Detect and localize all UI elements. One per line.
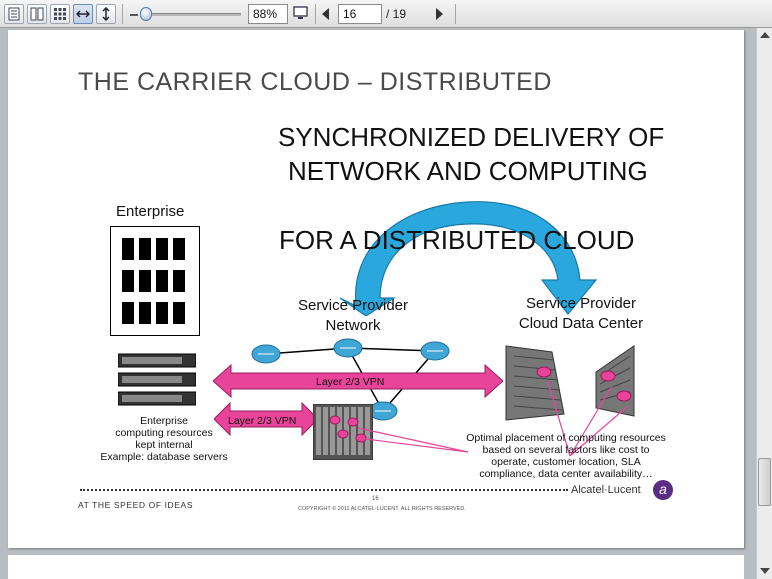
zoom-input[interactable]: 88% [248,4,288,24]
enterprise-resources-line-1: Enterprise [140,415,188,427]
scroll-down-icon[interactable] [760,568,770,574]
vpn-main-arrow-icon [213,364,503,398]
next-page-preview [8,555,744,579]
curved-arrow-icon [339,201,598,316]
single-page-icon [8,7,20,21]
slide-page-number: 16 [372,496,379,502]
headline-line-3: FOR A DISTRIBUTED CLOUD [279,225,635,255]
enterprise-resources-line-2: computing resources [115,427,213,439]
enterprise-resources-line-4: Example: database servers [100,451,228,463]
headline-line-1: SYNCHRONIZED DELIVERY OF [278,122,665,152]
fit-height-icon [102,7,110,21]
sp-datacenter-label-line-2: Cloud Data Center [518,315,644,332]
toolbar-separator [122,4,123,24]
sp-network-label-line-1: Service Provider [297,297,409,314]
zoom-out-icon[interactable] [130,14,138,16]
viewer-toolbar: 88% 16 / 19 [0,0,772,28]
slide-title: THE CARRIER CLOUD – DISTRIBUTED [78,68,552,96]
two-page-icon [30,7,44,21]
placement-text-line-3: operate, customer location, SLA [491,456,641,468]
zoom-slider-thumb[interactable] [140,7,152,21]
placement-text-line-2: based on several factors like cost to [482,444,650,456]
alcatel-lucent-logo-icon: a [653,480,673,500]
blade-server-icon [313,404,373,460]
page-number-input[interactable]: 16 [338,4,382,24]
slide-page: THE CARRIER CLOUD – DISTRIBUTED SYNCHRON… [8,30,744,548]
fit-width-icon [76,10,90,18]
placement-text-line-1: Optimal placement of computing resources [466,432,666,444]
toolbar-separator [315,4,316,24]
vpn-small-label: Layer 2/3 VPN [228,415,297,427]
screen-icon [293,6,308,19]
fit-height-button[interactable] [96,4,116,24]
sp-network-label-line-2: Network [325,317,381,334]
copyright-text: COPYRIGHT © 2011 ALCATEL-LUCENT. ALL RIG… [298,506,466,512]
sp-datacenter-label-line-1: Service Provider [525,295,637,312]
logo-text: Alcatel·Lucent [571,484,641,496]
vpn-main-label: Layer 2/3 VPN [316,376,385,388]
scrollbar-thumb[interactable] [758,458,771,506]
placement-pointer-lines [357,381,629,456]
fullscreen-button[interactable] [291,4,311,24]
next-page-icon[interactable] [436,8,444,20]
fit-width-button[interactable] [73,4,93,24]
footer-dotted-rule [80,489,568,491]
enterprise-resources-line-3: kept internal [135,439,193,451]
prev-page-icon[interactable] [322,8,330,20]
vpn-small-arrow-icon [214,402,318,436]
document-viewer: THE CARRIER CLOUD – DISTRIBUTED SYNCHRON… [0,28,756,579]
vertical-scrollbar[interactable] [756,28,772,579]
datacenter-racks-icon [505,345,635,421]
enterprise-servers-icon [118,353,196,406]
multi-page-view-button[interactable] [50,4,70,24]
multi-page-icon [54,8,66,20]
enterprise-building-icon [110,226,200,336]
toolbar-separator [455,4,456,24]
enterprise-label: Enterprise [116,203,185,220]
page-total: / 19 [386,7,407,21]
footer-tagline: AT THE SPEED OF IDEAS [78,500,194,510]
network-topology-icon [251,338,450,421]
placement-text-line-4: compliance, data center availability… [479,468,653,480]
headline-line-2: NETWORK AND COMPUTING [288,156,648,186]
two-page-view-button[interactable] [27,4,47,24]
zoom-slider[interactable] [145,13,241,16]
scroll-up-icon[interactable] [760,32,770,38]
single-page-view-button[interactable] [4,4,24,24]
